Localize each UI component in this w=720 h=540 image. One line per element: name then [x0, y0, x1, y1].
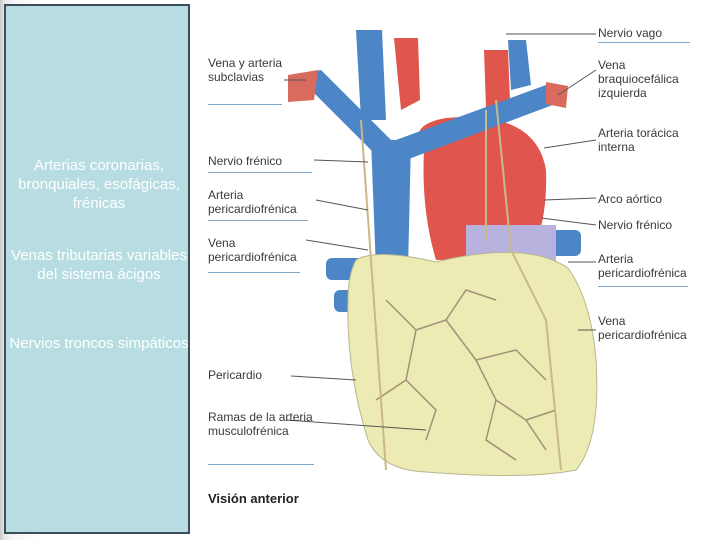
label-vena-pericardiofrenica-r: Vena pericardiofrénica — [598, 314, 687, 342]
label-arteria-pericardiofrenica-r: Arteria pericardiofrénica — [598, 252, 687, 280]
label-nervio-vago: Nervio vago — [598, 26, 663, 40]
label-underline — [208, 172, 312, 173]
text-item-arteries: Arterias coronarias, bronquiales, esofág… — [18, 157, 180, 212]
label-vena-arteria-subclavias: Vena y arteria subclavias — [208, 56, 283, 84]
label-underline — [208, 104, 282, 105]
label-underline — [208, 220, 308, 221]
label-vena-braquiocefalica: Vena braquiocefálica izquierda — [598, 58, 679, 100]
text-item-nerves: Nervios troncos simpáticos — [9, 335, 189, 352]
label-underline — [598, 286, 688, 287]
label-vista: Visión anterior — [208, 491, 299, 506]
text-panel: Arterias coronarias, bronquiales, esofág… — [4, 4, 190, 534]
label-ramas-arteria: Ramas de la arteria musculofrénica — [208, 410, 313, 438]
label-arco-aortico: Arco aórtico — [598, 192, 663, 206]
anatomy-figure: Vena y arteria subclavias Nervio frénico… — [196, 0, 720, 540]
label-underline — [208, 272, 300, 273]
label-vena-pericardiofrenica: Vena pericardiofrénica — [208, 236, 297, 264]
label-underline — [208, 464, 314, 465]
label-arteria-toracica: Arteria torácica interna — [598, 126, 679, 154]
label-underline — [598, 42, 690, 43]
label-nervio-frenico-r: Nervio frénico — [598, 218, 673, 232]
text-item-veins: Venas tributarias variables del sistema … — [11, 247, 187, 283]
label-arteria-pericardiofrenica: Arteria pericardiofrénica — [208, 188, 297, 216]
heart-illustration — [284, 30, 598, 477]
label-nervio-frenico: Nervio frénico — [208, 154, 283, 168]
label-pericardio: Pericardio — [208, 368, 263, 382]
